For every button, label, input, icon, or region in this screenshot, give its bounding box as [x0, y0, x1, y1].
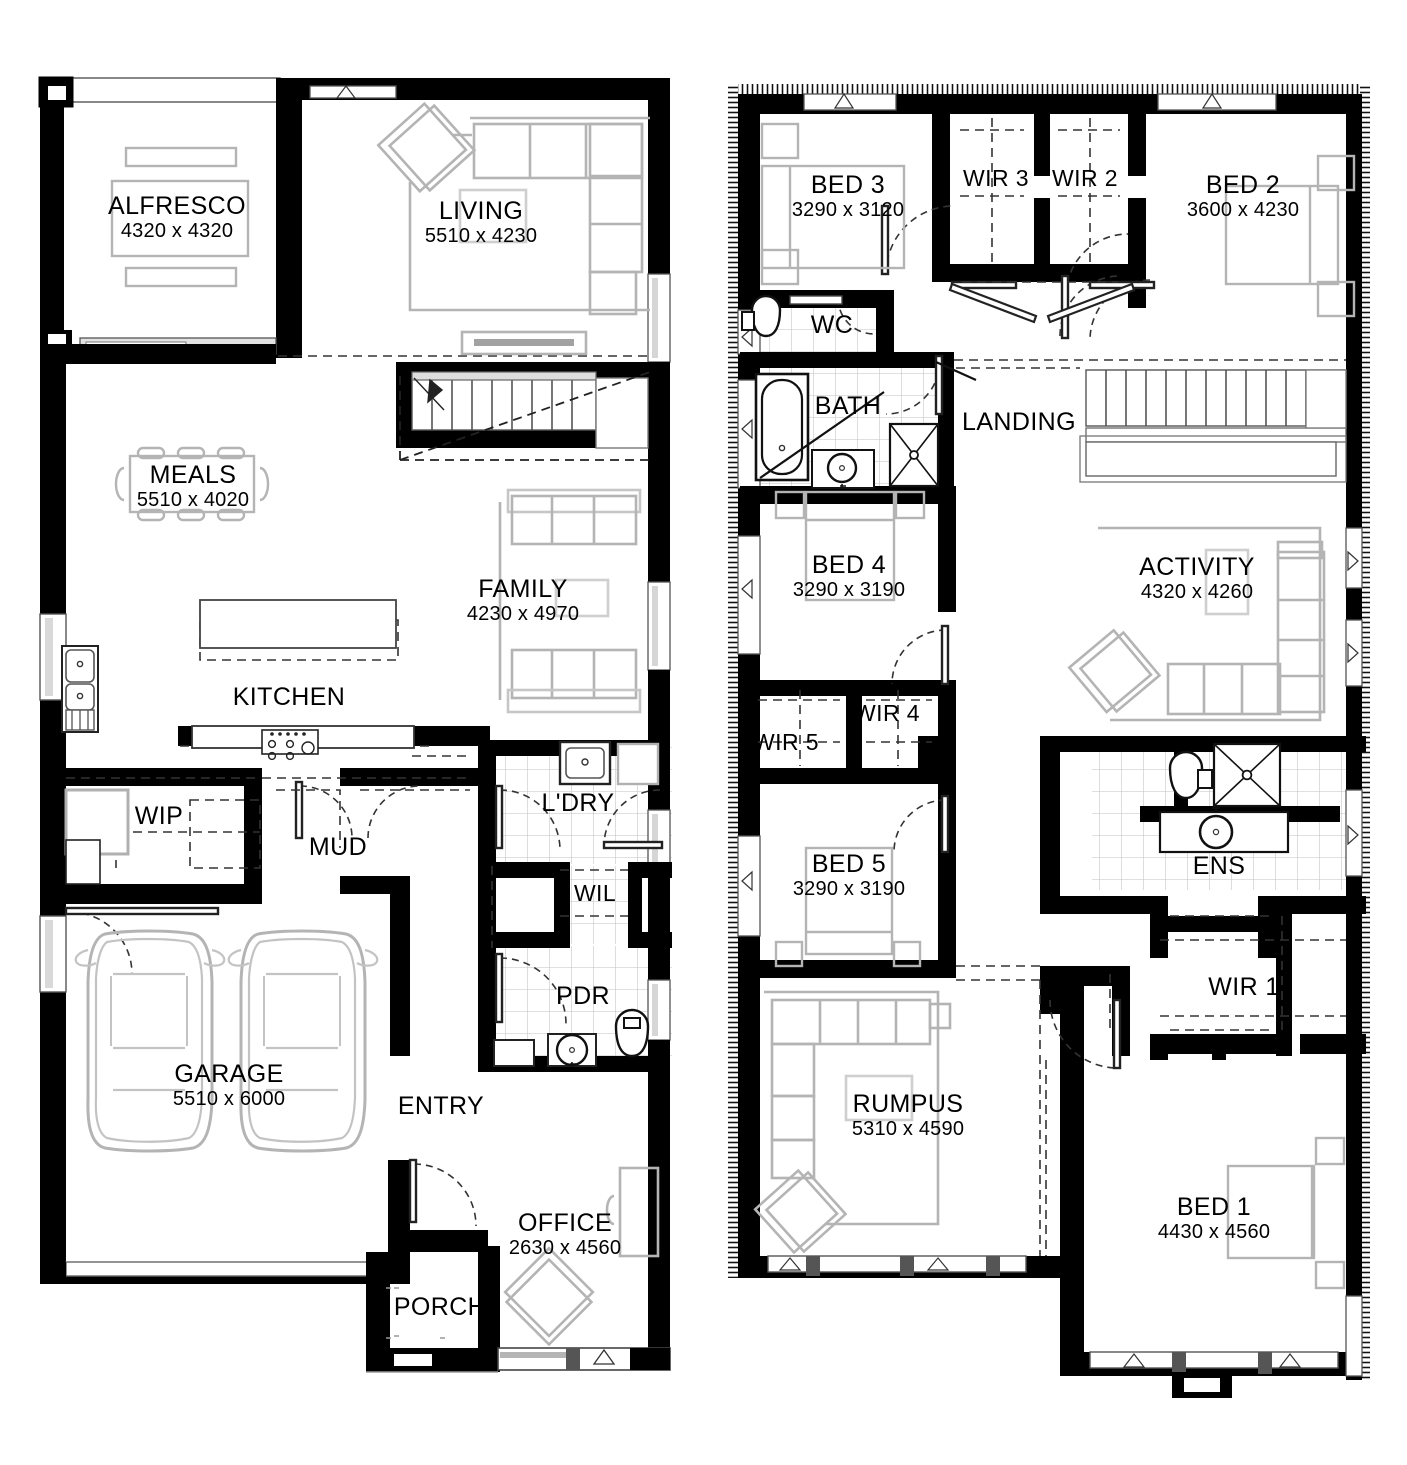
bed5-furniture [774, 846, 922, 968]
ground-staircase [399, 371, 651, 461]
activity-furniture [1067, 526, 1326, 722]
ground-door-leaves [64, 780, 664, 1224]
kitchen-fixtures [61, 599, 415, 885]
meals-furniture [114, 446, 270, 522]
rumpus-furniture [753, 990, 952, 1255]
bed4-furniture [774, 490, 926, 602]
wet-area-fixtures [493, 740, 660, 1067]
first-floor-plan [728, 84, 1370, 1398]
ground-outer-walls [39, 78, 671, 1372]
bed2-furniture [1224, 154, 1356, 318]
bed3-furniture [760, 122, 906, 286]
alfresco-furniture [110, 146, 250, 288]
first-hidden-lines [758, 118, 1346, 1256]
office-furniture [503, 1166, 660, 1347]
living-furniture [376, 101, 650, 356]
bed1-furniture [1226, 1136, 1346, 1290]
landing-double-doors [948, 282, 1136, 324]
porch-detail [366, 1287, 498, 1373]
ens-fixtures [1158, 742, 1290, 854]
ground-interior-walls [66, 344, 672, 1072]
first-staircase [1079, 369, 1347, 483]
family-furniture [498, 488, 642, 714]
landing-leader-lines [759, 360, 977, 479]
ground-floor-plan [38, 76, 672, 1373]
ground-doors [69, 785, 661, 1227]
bath-fixtures [741, 294, 940, 489]
